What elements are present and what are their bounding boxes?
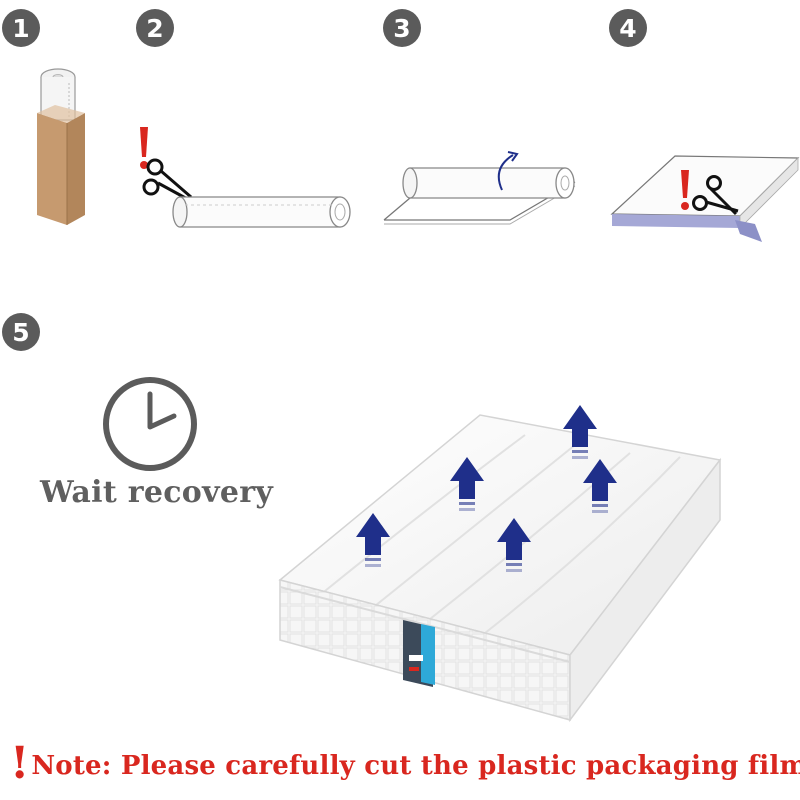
mattress-label-tag bbox=[403, 620, 435, 687]
rolled-mattress-icon bbox=[172, 196, 351, 228]
scissors-icon bbox=[692, 175, 739, 216]
expansion-arrow-icon bbox=[450, 457, 484, 511]
step-4-badge: 4 bbox=[609, 9, 647, 47]
step-1-badge: 1 bbox=[2, 9, 40, 47]
expansion-arrow-icon bbox=[356, 513, 390, 567]
unroll-mattress-icon bbox=[383, 151, 576, 225]
note-text: Note: Please carefully cut the plastic p… bbox=[31, 751, 800, 781]
step-3-badge: 3 bbox=[383, 9, 421, 47]
clock-icon bbox=[103, 377, 197, 471]
wait-recovery-label: Wait recovery bbox=[40, 475, 274, 510]
cut-warning-note: !Note: Please carefully cut the plastic … bbox=[10, 738, 800, 789]
warning-mark-icon bbox=[140, 127, 148, 169]
step-2-badge: 2 bbox=[136, 9, 174, 47]
expansion-arrow-icon bbox=[497, 518, 531, 572]
expanding-mattress-icon bbox=[278, 405, 722, 723]
warning-mark-icon bbox=[681, 170, 689, 210]
cut-roll-wrap-icon bbox=[140, 127, 351, 228]
expansion-arrow-icon bbox=[563, 405, 597, 459]
rotate-arrow-icon bbox=[497, 151, 519, 191]
step-5-badge: 5 bbox=[2, 313, 40, 351]
cut-flat-wrap-icon bbox=[610, 155, 800, 242]
scissors-icon bbox=[142, 158, 192, 203]
warning-mark-icon: ! bbox=[10, 738, 30, 789]
expansion-arrow-icon bbox=[583, 459, 617, 513]
rolled-mattress-box-icon bbox=[37, 68, 85, 225]
